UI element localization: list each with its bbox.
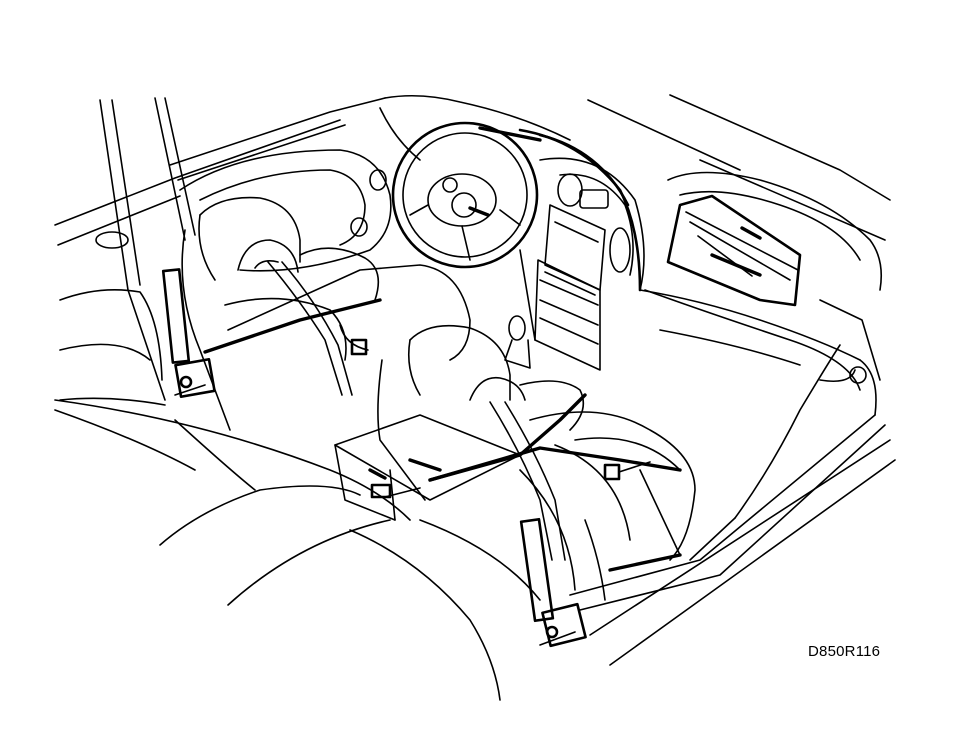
rear-seat: [54, 399, 541, 701]
figure-reference-code: D850R116: [808, 643, 881, 660]
gear-shifter: [504, 315, 531, 369]
passenger-airbag-module: [666, 194, 802, 307]
windshield-frame: [169, 94, 891, 241]
passenger-seat-belt: [489, 401, 566, 561]
rear-door-handle: [350, 169, 387, 237]
left-a-pillar: [99, 97, 196, 401]
driver-seat-belt: [267, 261, 353, 396]
right-floor-sill: [569, 344, 896, 666]
passenger-seat: [377, 324, 696, 601]
right-belt-anchor: [519, 517, 587, 648]
driver-seat: [181, 196, 471, 431]
steering-wheel: [391, 121, 542, 269]
left-door-panel: [54, 119, 341, 406]
left-belt-anchor: [161, 268, 216, 399]
dashboard: [179, 107, 883, 391]
center-armrest: [334, 393, 587, 521]
center-console-stack: [518, 128, 642, 371]
